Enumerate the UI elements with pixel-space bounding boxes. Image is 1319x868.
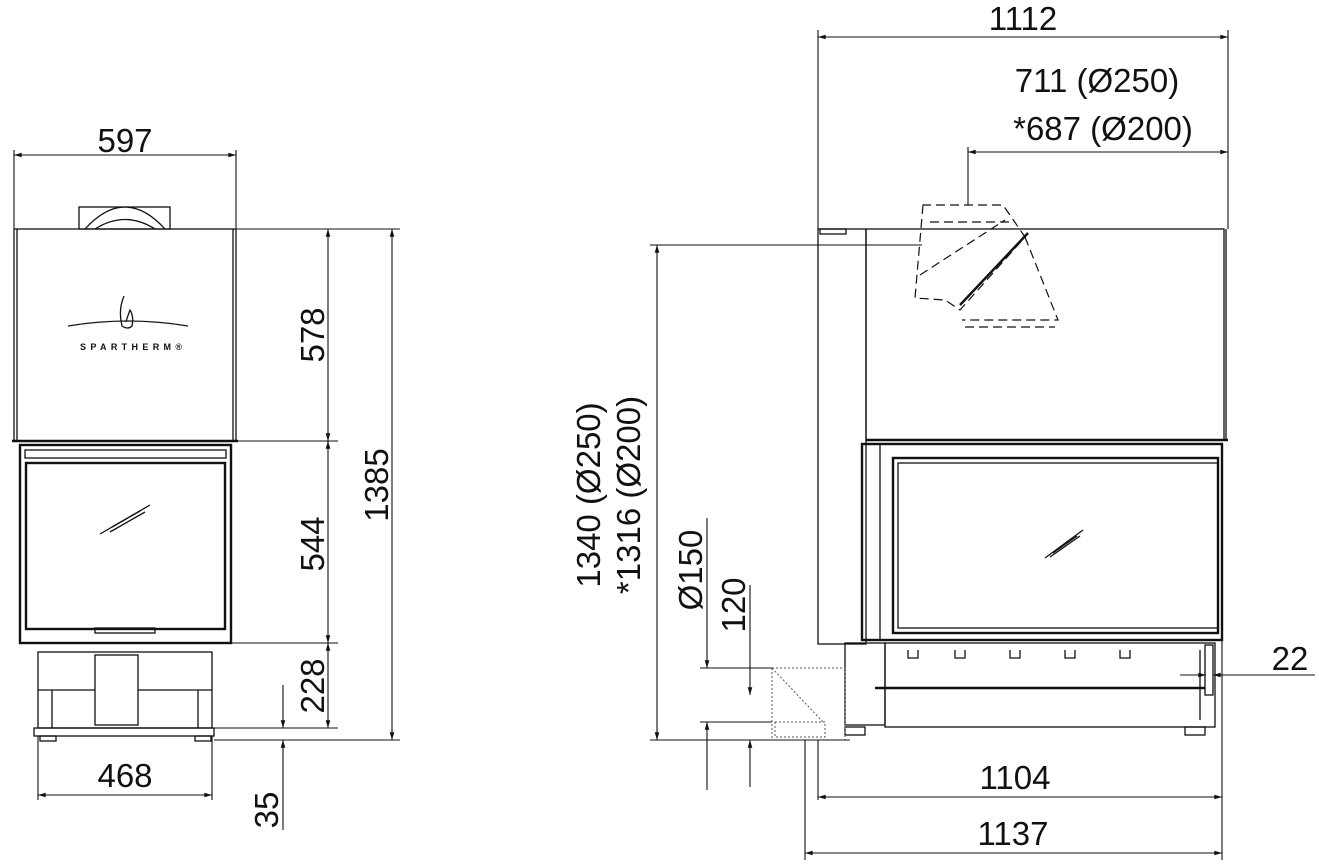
dim-side-offset: 22 (1272, 640, 1309, 677)
air-inlet (771, 667, 846, 741)
dim-flue-height-250: 1340 (Ø250) (570, 402, 607, 587)
svg-text:SPARTHERM®: SPARTHERM® (80, 342, 182, 352)
dim-air-inlet-diameter: Ø150 (672, 530, 709, 611)
dim-flue-offset-250: 711 (Ø250) (1015, 62, 1179, 99)
side-base (844, 642, 1216, 736)
front-view: SPARTHERM® (12, 122, 400, 830)
dim-foot-height: 35 (248, 792, 285, 829)
dimension-lines-side (650, 34, 1315, 860)
dim-body-width: 1104 (980, 759, 1051, 796)
dim-air-inlet-height: 120 (715, 577, 752, 632)
side-glass (891, 456, 1220, 635)
rear-panel (817, 228, 867, 645)
dimension-lines-front (13, 150, 400, 830)
front-base (33, 651, 215, 742)
spartherm-logo: SPARTHERM® (67, 295, 189, 352)
dim-base-width: 468 (97, 757, 152, 794)
dim-total-width: 1112 (989, 0, 1058, 37)
flue-elbow (914, 204, 1059, 328)
glass-reflection-icon (1044, 529, 1084, 559)
dim-flue-height-200: *1316 (Ø200) (610, 396, 647, 594)
chimney-collar (78, 206, 171, 230)
side-view: 1112 711 (Ø250) *687 (Ø200) 1340 (Ø250) … (570, 0, 1315, 860)
dim-overall-width: 1137 (978, 815, 1049, 852)
dim-height-upper: 578 (294, 307, 331, 362)
dim-height-total: 1385 (358, 448, 395, 521)
dim-width-top: 597 (97, 122, 152, 159)
dim-flue-offset-200: *687 (Ø200) (1013, 110, 1193, 147)
dim-height-base: 228 (294, 658, 331, 713)
upper-casing-side (865, 228, 1225, 441)
front-door (18, 443, 233, 645)
dim-height-door: 544 (294, 516, 331, 571)
glass-reflection-icon (99, 504, 151, 535)
front-glass (24, 461, 227, 631)
upper-casing (13, 228, 237, 442)
side-door (860, 442, 1224, 642)
